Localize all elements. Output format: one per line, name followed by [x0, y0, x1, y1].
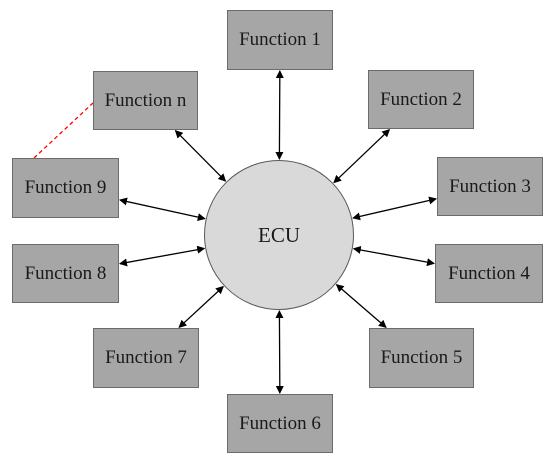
arrow-ecu-to-f2 [333, 128, 391, 184]
arrow-ecu-to-f5 [335, 284, 387, 329]
arrow-ecu-to-f4 [352, 246, 435, 267]
function-6-node: Function 6 [227, 394, 333, 453]
function-9-node: Function 9 [12, 158, 119, 218]
function-5-label: Function 5 [380, 347, 463, 368]
function-2-label: Function 2 [380, 88, 462, 110]
arrow-ecu-to-f3 [352, 196, 438, 221]
function-4-label: Function 4 [448, 262, 530, 284]
function-7-node: Function 7 [93, 328, 199, 388]
function-3-node: Function 3 [437, 157, 543, 216]
function-2-node: Function 2 [368, 70, 474, 129]
function-6-label: Function 6 [239, 412, 321, 434]
function-n-label: Function n [104, 89, 187, 111]
function-3-label: Function 3 [449, 175, 531, 197]
function-5-node: Function 5 [369, 328, 474, 388]
function-4-node: Function 4 [435, 244, 543, 303]
function-1-label: Function 1 [239, 29, 321, 50]
function-8-label: Function 8 [24, 262, 107, 284]
arrow-ecu-to-f9 [119, 197, 206, 222]
arrow-ecu-to-f7 [178, 285, 224, 329]
function-7-label: Function 7 [105, 347, 187, 368]
function-9-label: Function 9 [24, 177, 107, 198]
ecu-label: ECU [258, 222, 300, 247]
arrow-ecu-to-fn [174, 130, 227, 182]
dashed-link-function-9-to-function-n [33, 102, 94, 159]
function-1-node: Function 1 [227, 10, 333, 70]
ecu-node: ECU [204, 160, 354, 310]
function-n-node: Function n [93, 71, 198, 130]
function-8-node: Function 8 [12, 244, 119, 303]
arrow-ecu-to-f8 [118, 245, 206, 267]
